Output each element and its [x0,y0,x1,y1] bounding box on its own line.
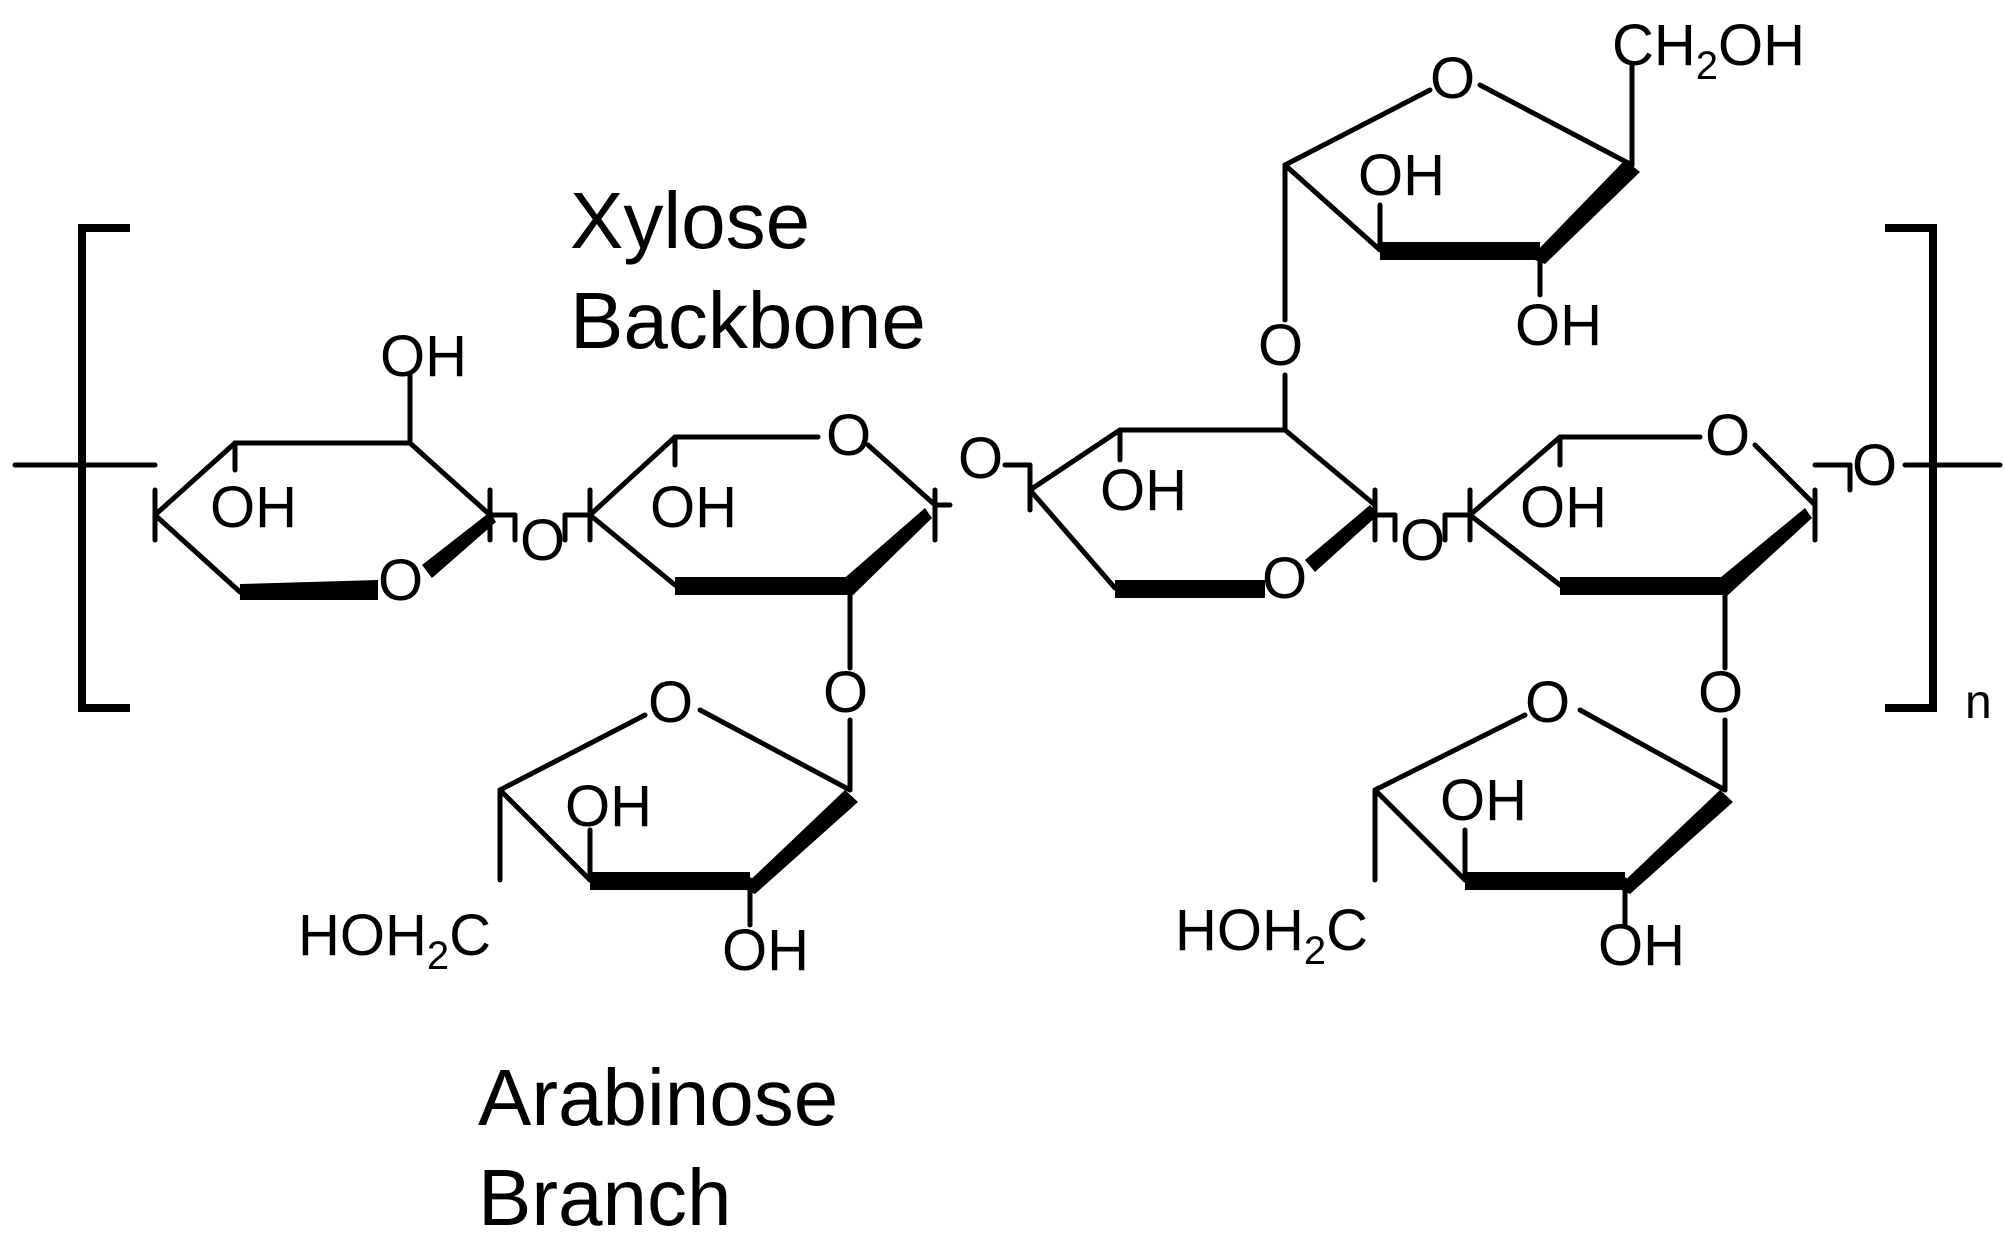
right-bracket [1885,224,1937,712]
caption-line-2: Backbone [570,276,926,365]
hydroxyl-label: OH [1358,143,1445,208]
hydroxyl-label: OH [565,774,652,839]
hydroxyl-label: OH [650,475,737,540]
oxygen-label: O [1258,313,1303,378]
left-bracket [78,224,130,712]
hydroxyl-label: OH [380,324,467,389]
hydroxyl-label: OH [1515,293,1602,358]
oxygen-label: O [823,660,868,725]
caption-line-1: Xylose [570,176,810,265]
oxygen-label: O [1698,660,1743,725]
oxygen-label: O [1430,46,1475,111]
arabinose-branch-caption: Arabinose Branch [478,1053,838,1239]
xylose-ring-3 [1027,372,1398,598]
oxygen-label: O [958,426,1003,491]
oxygen-label: O [1400,508,1445,573]
hydroxyl-label: OH [1440,768,1527,833]
repeat-subscript-n: n [1965,676,1992,729]
arabinose-ring-bottom-right: O [1372,660,1743,928]
oxygen-label: O [378,548,423,613]
hydroxyl-label: OH [722,918,809,983]
hydroxyl-label: OH [1598,913,1685,978]
xylose-ring-4 [1467,434,1853,671]
hoh2c-label: HOH2C [298,903,491,978]
xylose-backbone-caption: Xylose Backbone [570,176,926,365]
ch2oh-label: CH2OH [1612,13,1805,88]
arabinose-ring-top [1282,62,1640,298]
caption-line-2: Branch [478,1153,731,1239]
hydroxyl-label: OH [210,475,297,540]
xylose-ring-1 [152,372,518,600]
oxygen-label: O [1262,546,1307,611]
hydroxyl-label: OH [1520,475,1607,540]
oxygen-label: O [1705,403,1750,468]
oxygen-label: O [648,670,693,735]
oxygen-label: O [1525,670,1570,735]
repeat-unit-brackets: n [78,224,1992,729]
oxygen-label: O [826,403,871,468]
caption-line-1: Arabinose [478,1053,838,1142]
hydroxyl-label: OH [1100,458,1187,523]
xylose-ring-2 [587,434,953,671]
oxygen-label: O [520,508,565,573]
hoh2c-label: HOH2C [1175,898,1368,973]
oxygen-label: O [1852,433,1897,498]
arabinose-ring-bottom-left: O [497,660,868,928]
